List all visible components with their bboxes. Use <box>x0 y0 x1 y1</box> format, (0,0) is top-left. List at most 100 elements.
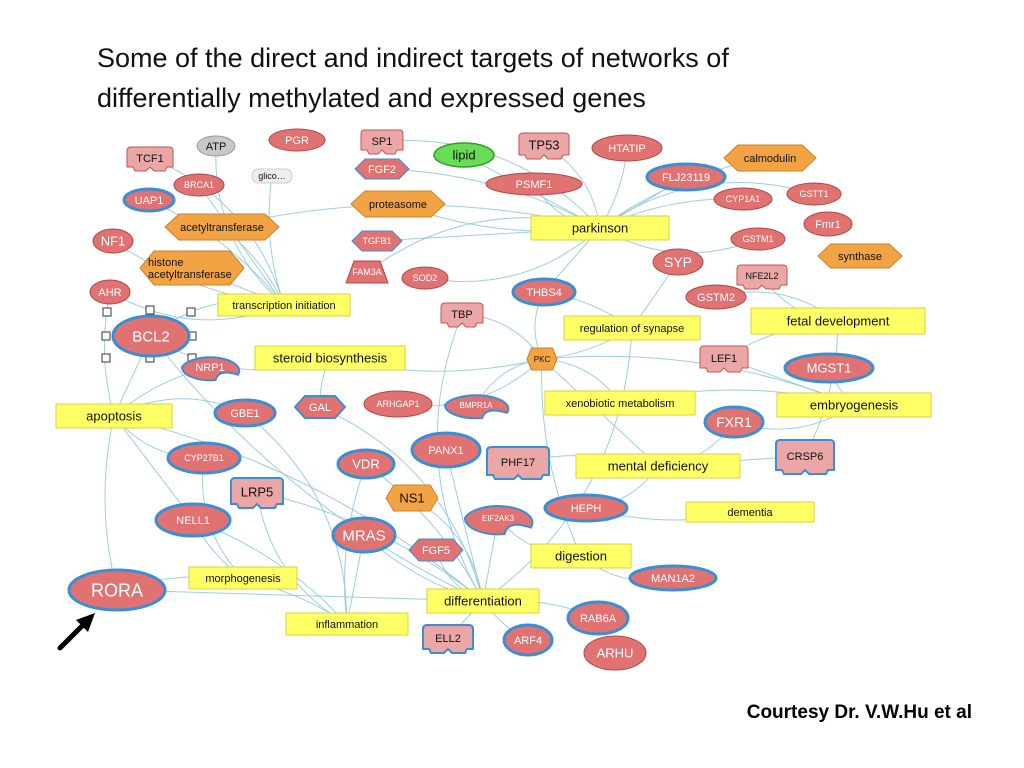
node-atp[interactable]: ATP <box>196 135 236 157</box>
node-synthase[interactable]: synthase <box>817 243 903 269</box>
node-label: CYP27B1 <box>184 453 224 463</box>
node-gstm1[interactable]: GSTM1 <box>730 227 786 251</box>
node-label: glico… <box>258 171 286 181</box>
node-digestion[interactable]: digestion <box>530 543 632 569</box>
node-label-line: ARF4 <box>514 635 542 647</box>
node-label-line: FXR1 <box>716 414 752 430</box>
node-bmpr1a[interactable]: BMPR1A <box>443 394 510 420</box>
node-arhgap1[interactable]: ARHGAP1 <box>363 390 433 418</box>
node-nrp1[interactable]: NRP1 <box>180 356 241 382</box>
node-label: steroid biosynthesis <box>273 351 388 366</box>
node-inflammation[interactable]: inflammation <box>285 612 409 636</box>
node-ell2[interactable]: ELL2 <box>422 624 474 654</box>
node-fam3a[interactable]: FAM3A <box>345 260 389 284</box>
node-mental-deficiency[interactable]: mental deficiency <box>575 453 741 479</box>
node-shape <box>511 277 577 307</box>
node-eif2ak3[interactable]: EIF2AK3 <box>463 505 534 536</box>
node-shape <box>486 446 550 480</box>
node-label: HEPH <box>571 503 602 515</box>
node-panx1[interactable]: PANX1 <box>410 431 482 469</box>
node-xenobiotic-metabolism[interactable]: xenobiotic metabolism <box>544 390 696 416</box>
node-gal[interactable]: GAL <box>293 395 347 419</box>
node-arhu[interactable]: ARHU <box>583 635 647 671</box>
node-glico[interactable]: glico… <box>251 168 293 184</box>
node-calmodulin[interactable]: calmodulin <box>723 144 817 172</box>
edge-regulation-of-synapse-to-differentiation <box>482 327 633 602</box>
node-sp1[interactable]: SP1 <box>360 129 404 155</box>
node-man1a2[interactable]: MAN1A2 <box>628 564 718 592</box>
node-mgst1[interactable]: MGST1 <box>783 352 875 384</box>
node-mras[interactable]: MRAS <box>331 516 397 554</box>
node-rora[interactable]: RORA <box>67 568 167 612</box>
node-fgf5[interactable]: FGF5 <box>408 538 464 562</box>
node-pkc[interactable]: PKC <box>526 347 558 371</box>
node-apoptosis[interactable]: apoptosis <box>55 403 173 429</box>
node-dementia[interactable]: dementia <box>685 501 815 523</box>
node-cyp1a1[interactable]: CYP1A1 <box>713 187 773 211</box>
node-bcl2[interactable]: BCL2 <box>111 314 191 358</box>
node-fetal-development[interactable]: fetal development <box>750 307 926 335</box>
node-differentiation[interactable]: differentiation <box>426 588 540 614</box>
node-thbs4[interactable]: THBS4 <box>511 277 577 307</box>
node-steroid-biosynthesis[interactable]: steroid biosynthesis <box>254 345 406 371</box>
node-arf4[interactable]: ARF4 <box>502 623 554 657</box>
node-tp53[interactable]: TP53 <box>518 132 570 160</box>
node-fxr1[interactable]: FXR1 <box>703 405 765 439</box>
node-nf1[interactable]: NF1 <box>92 228 134 254</box>
node-label-line: TP53 <box>528 138 559 153</box>
node-label: xenobiotic metabolism <box>566 398 675 410</box>
node-rab6a[interactable]: RAB6A <box>566 600 630 636</box>
node-pgr[interactable]: PGR <box>268 128 326 152</box>
node-ns1[interactable]: NS1 <box>385 484 439 512</box>
node-htatip[interactable]: HTATIP <box>591 134 663 162</box>
node-shape <box>126 146 174 172</box>
node-lrp5[interactable]: LRP5 <box>230 477 284 509</box>
node-tbp[interactable]: TBP <box>440 302 484 328</box>
node-phf17[interactable]: PHF17 <box>486 446 550 480</box>
node-label: NELL1 <box>176 515 210 527</box>
node-label-line: ARHGAP1 <box>376 399 419 409</box>
node-uap1[interactable]: UAP1 <box>122 187 176 213</box>
node-label-line: dementia <box>727 507 773 519</box>
node-vdr[interactable]: VDR <box>336 448 396 480</box>
node-fmr1[interactable]: Fmr1 <box>803 211 853 237</box>
node-heph[interactable]: HEPH <box>543 493 629 523</box>
node-nfe2l2[interactable]: NFE2L2 <box>736 264 788 290</box>
node-flj23119[interactable]: FLJ23119 <box>645 162 727 192</box>
node-shape <box>67 568 167 612</box>
node-ahr[interactable]: AHR <box>89 279 131 305</box>
node-shape <box>736 264 788 290</box>
node-lef1[interactable]: LEF1 <box>699 345 749 373</box>
node-shape <box>350 190 446 218</box>
edge-sod2-to-parkinson <box>424 227 601 282</box>
node-lipid[interactable]: lipid <box>433 142 495 168</box>
node-tcf1[interactable]: TCF1 <box>126 146 174 172</box>
node-label: EIF2AK3 <box>482 514 515 523</box>
node-tgfb1[interactable]: TGFB1 <box>351 230 403 252</box>
node-acetyltransferase[interactable]: acetyltransferase <box>164 213 280 241</box>
node-proteasome[interactable]: proteasome <box>350 190 446 218</box>
node-psmf1[interactable]: PSMF1 <box>485 172 583 196</box>
node-crsp6[interactable]: CRSP6 <box>775 439 835 475</box>
node-shape <box>485 172 583 196</box>
node-brca1[interactable]: BRCA1 <box>173 173 225 197</box>
node-cyp27b1[interactable]: CYP27B1 <box>166 441 242 475</box>
node-fgf2[interactable]: FGF2 <box>354 158 410 180</box>
node-gstt1[interactable]: GSTT1 <box>786 182 842 206</box>
node-label-line: RORA <box>91 580 143 600</box>
node-label: synthase <box>838 251 882 263</box>
node-nell1[interactable]: NELL1 <box>154 502 232 538</box>
node-gbe1[interactable]: GBE1 <box>213 398 277 428</box>
node-embryogenesis[interactable]: embryogenesis <box>776 392 932 418</box>
node-morphogenesis[interactable]: morphogenesis <box>188 566 298 590</box>
node-shape <box>426 588 540 614</box>
node-label-line: EIF2AK3 <box>482 514 515 523</box>
node-syp[interactable]: SYP <box>652 248 704 276</box>
node-parkinson[interactable]: parkinson <box>530 215 670 241</box>
node-sod2[interactable]: SOD2 <box>401 266 449 290</box>
node-regulation-of-synapse[interactable]: regulation of synapse <box>563 315 701 341</box>
node-gstm2[interactable]: GSTM2 <box>685 284 747 310</box>
node-transcription-initiation[interactable]: transcription initiation <box>217 293 351 317</box>
